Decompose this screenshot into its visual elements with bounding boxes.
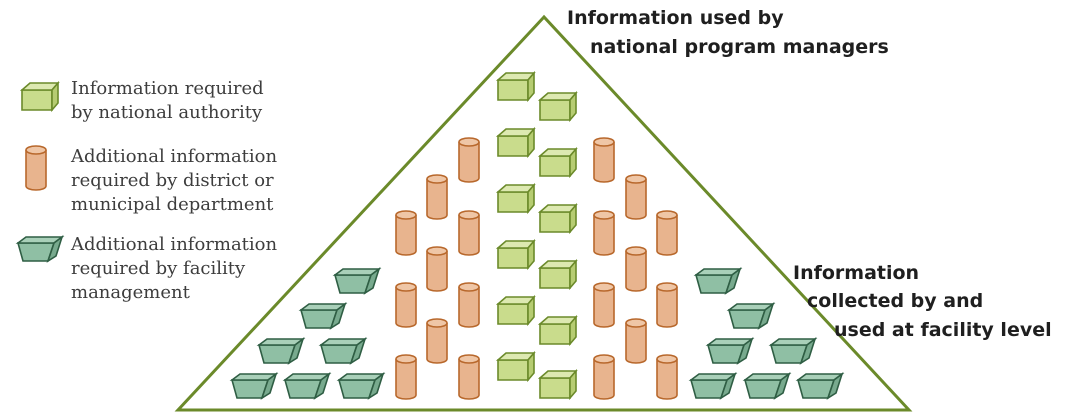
legend-trapezoid-box-icon [17,236,63,262]
cylinder-icon [458,210,480,256]
right-label-line2: collected by and [807,290,984,312]
right-label-line3: used at facility level [834,319,1052,341]
legend-item-facility: Additional information required by facil… [71,234,278,303]
cube-icon [497,72,535,101]
legend-item-district: Additional information required by distr… [71,146,278,215]
trapezoid-box-icon [284,373,330,399]
cylinder-icon [395,354,417,400]
cylinder-icon [593,137,615,183]
cylinder-icon [593,282,615,328]
legend-cylinder-icon [25,145,47,191]
trapezoid-box-icon [338,373,384,399]
cylinder-icon [395,210,417,256]
trapezoid-box-icon [231,373,277,399]
legend-item-national: Information required by national authori… [71,78,264,123]
cube-icon [497,128,535,157]
cube-icon [539,316,577,345]
right-label-line1: Information [793,262,920,284]
legend-cube-icon [21,82,59,111]
trapezoid-box-icon [770,338,816,364]
cylinder-icon [625,246,647,292]
cube-icon [539,260,577,289]
cube-icon [539,204,577,233]
cylinder-icon [593,354,615,400]
cylinder-icon [593,210,615,256]
top-label-line2: national program managers [590,36,889,58]
cylinder-icon [458,137,480,183]
trapezoid-box-icon [300,303,346,329]
cube-icon [497,296,535,325]
cylinder-icon [395,282,417,328]
cube-icon [497,240,535,269]
cube-icon [539,92,577,121]
cylinder-icon [625,318,647,364]
top-label-line1: Information used by [567,7,784,29]
pyramid-triangle [174,14,913,412]
cylinder-group-left [395,137,480,400]
trapezoid-box-icon [258,338,304,364]
trapezoid-box-icon [334,268,380,294]
trapezoid-box-icon [728,303,774,329]
cylinder-icon [458,354,480,400]
cylinder-icon [656,282,678,328]
trapezoid-box-icon [320,338,366,364]
cylinder-icon [656,354,678,400]
trapezoid-box-icon [707,338,753,364]
cylinder-icon [426,174,448,220]
trapezoid-box-icon [797,373,843,399]
cube-icon [539,148,577,177]
cube-group [497,72,577,399]
cylinder-icon [656,210,678,256]
cube-icon [539,370,577,399]
cube-icon [497,352,535,381]
trapezoid-box-icon [690,373,736,399]
cylinder-icon [625,174,647,220]
trapezoid-box-icon [744,373,790,399]
trapezoid-box-icon [695,268,741,294]
cylinder-icon [426,318,448,364]
cylinder-icon [458,282,480,328]
cylinder-icon [426,246,448,292]
cube-icon [497,184,535,213]
